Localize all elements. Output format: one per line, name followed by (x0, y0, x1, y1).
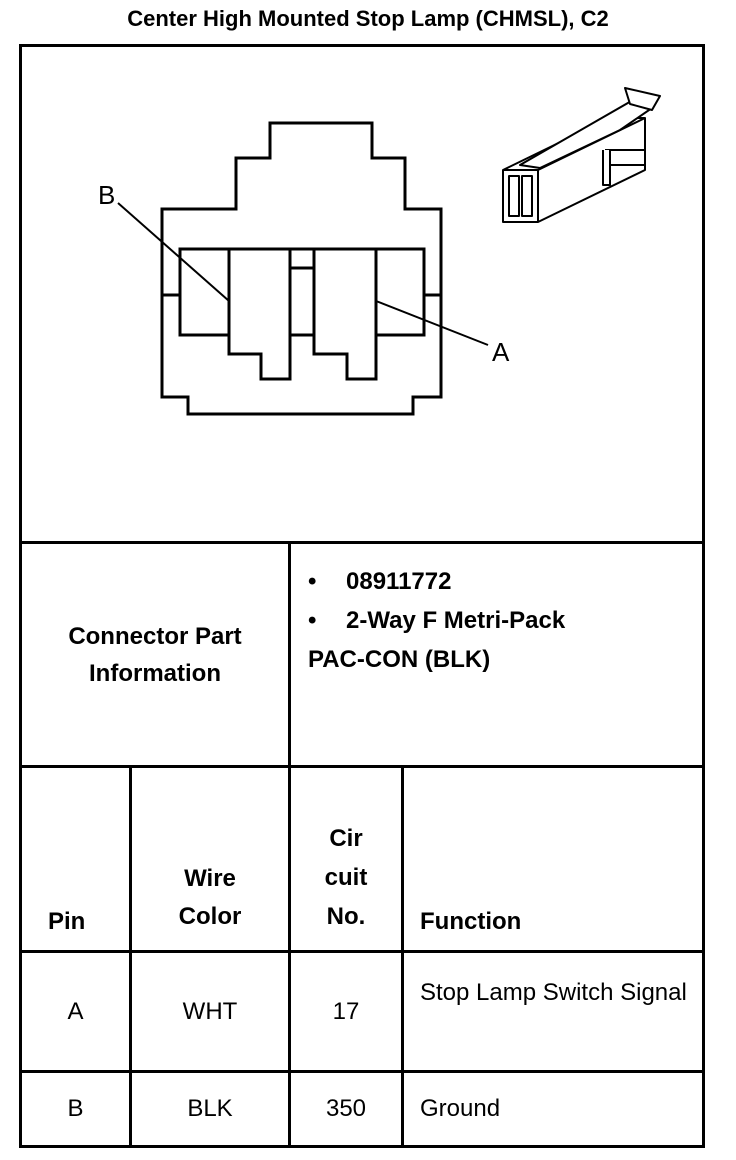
connector-housing-outline (160, 121, 443, 416)
frame-right (702, 44, 705, 1148)
bullet-icon: • (308, 607, 317, 634)
terminal-a (312, 247, 378, 381)
header-pin: Pin (48, 908, 86, 935)
connector-diagram: B A (98, 87, 661, 416)
table-row-divider (19, 1070, 705, 1073)
header-function: Function (420, 908, 522, 935)
frame-left (19, 44, 22, 1148)
frame-bottom (19, 1145, 705, 1148)
row-a-wire-color: WHT (182, 997, 238, 1025)
terminal-b (227, 247, 292, 381)
frame-divider-info (19, 541, 705, 544)
callout-b: B (98, 180, 115, 210)
header-circuit-no: Cir cuit No. (324, 825, 368, 930)
row-a-pin: A (67, 997, 84, 1025)
frame-top (19, 44, 705, 47)
frame-divider-table (19, 765, 705, 768)
row-b-circuit: 350 (325, 1095, 367, 1122)
col-divider-function (401, 765, 404, 1145)
bullet-icon: • (308, 568, 317, 595)
connector-info-details: • 08911772 • 2-Way F Metri-Pack PAC-CON … (308, 562, 565, 679)
page-title: Center High Mounted Stop Lamp (CHMSL), C… (127, 6, 609, 31)
callout-b-leader (117, 202, 230, 302)
connector-info-item: • 2-Way F Metri-Pack (308, 601, 565, 640)
connector-info-item: • 08911772 (308, 562, 565, 601)
callout-a-leader (375, 300, 489, 346)
col-divider-circuit (288, 541, 291, 1145)
header-wire-color: Wire Color (178, 865, 242, 930)
row-b-pin: B (67, 1095, 84, 1122)
connector-illustration (502, 87, 661, 223)
row-a-function: Stop Lamp Switch Signal (420, 979, 687, 1006)
callout-a: A (492, 337, 510, 367)
connector-type-continuation: PAC-CON (BLK) (308, 646, 491, 673)
connector-part-number: 08911772 (346, 568, 452, 595)
row-a-circuit: 17 (332, 997, 360, 1025)
connector-type: 2-Way F Metri-Pack (346, 607, 566, 634)
connector-info-label: Connector Part Information (68, 622, 242, 687)
col-divider-wire (129, 765, 132, 1145)
row-b-function: Ground (420, 1095, 501, 1122)
table-header-divider (19, 950, 705, 953)
row-b-wire-color: BLK (187, 1095, 233, 1122)
connector-cavity-outline (178, 247, 426, 337)
